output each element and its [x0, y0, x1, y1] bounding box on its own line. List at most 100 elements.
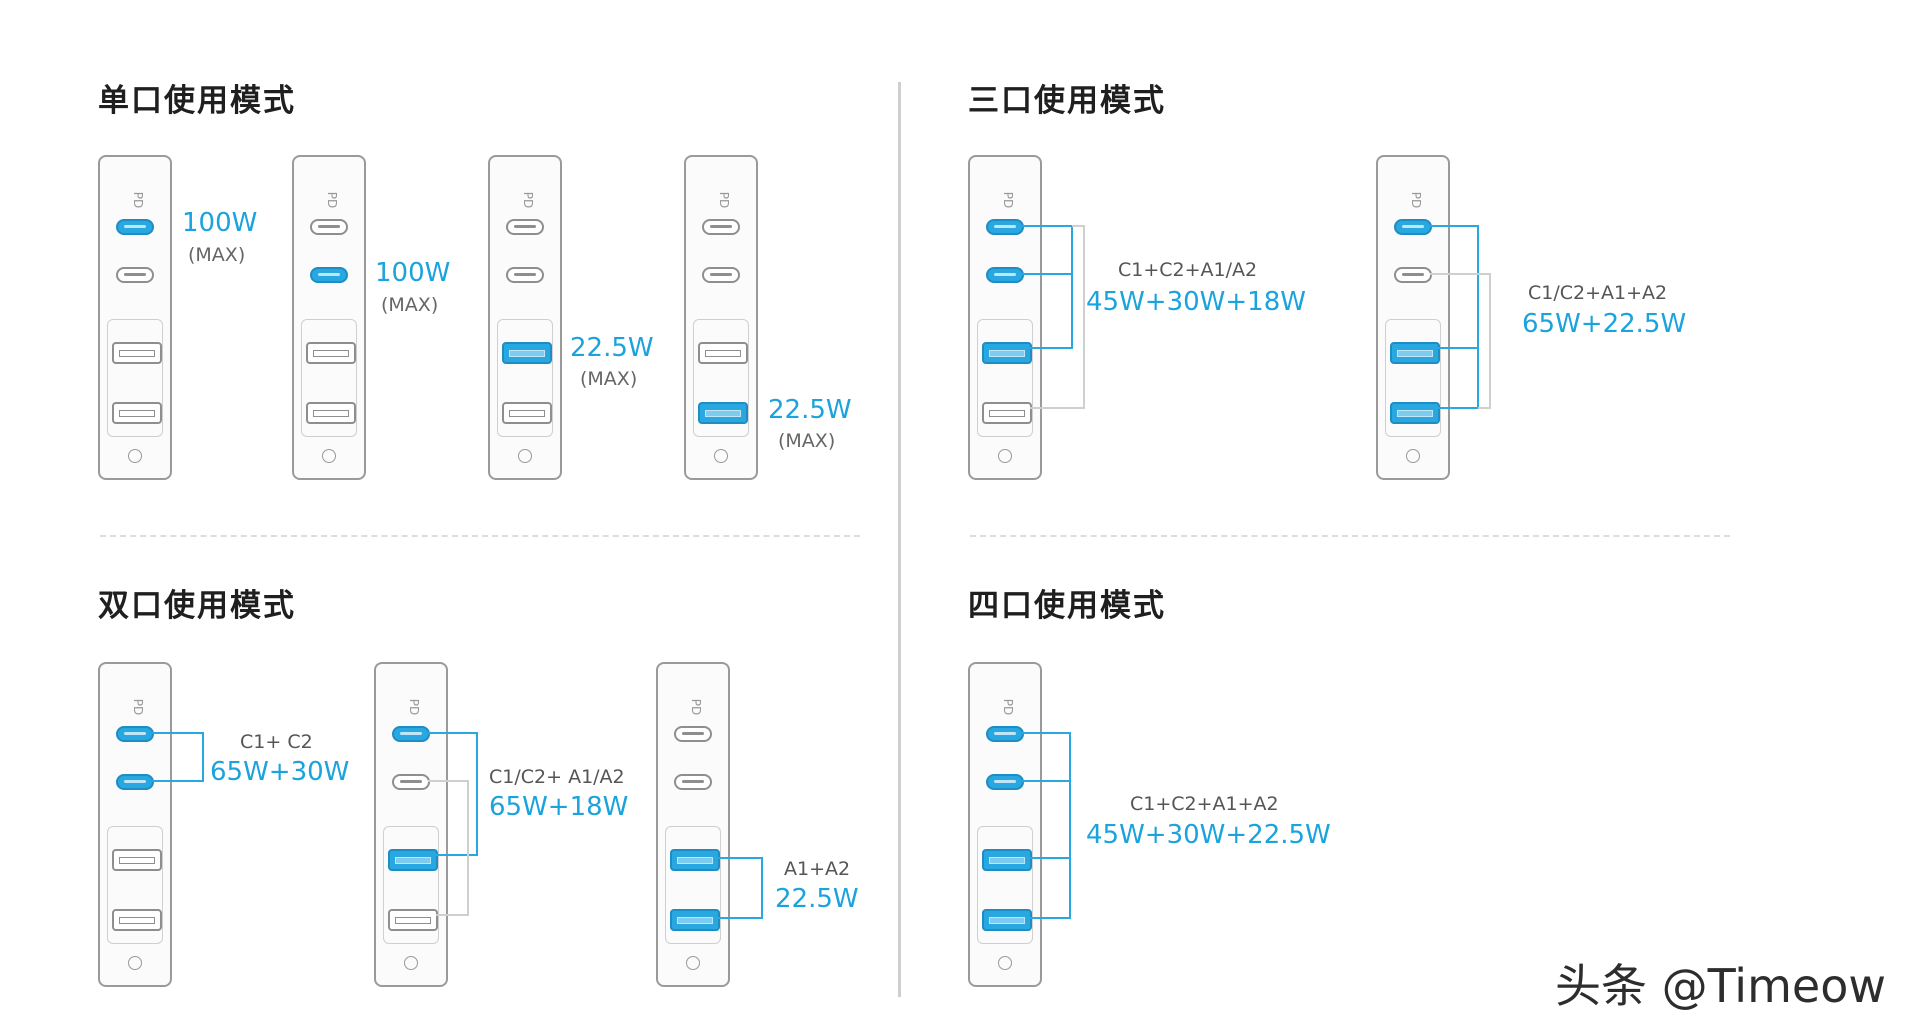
qc-icon: [714, 449, 728, 463]
charger-triple-2: PD: [1376, 155, 1450, 480]
qc-icon: [518, 449, 532, 463]
charger-quad-1: PD: [968, 662, 1042, 987]
usb-c2-port: [310, 267, 348, 283]
single-4-note: (MAX): [778, 430, 836, 452]
connector-line: [1030, 225, 1085, 409]
triple-2-combo: C1/C2+A1+A2: [1528, 282, 1668, 304]
single-3-power: 22.5W: [570, 333, 654, 363]
usb-c1-port: [116, 219, 154, 235]
vertical-divider: [898, 82, 901, 997]
usb-a2-port: [112, 909, 162, 931]
usb-a1-port: [982, 342, 1032, 364]
section-title-dual: 双口使用模式: [98, 588, 296, 624]
usb-a1-port: [112, 342, 162, 364]
connector-line: [1430, 273, 1491, 409]
qc-icon: [998, 449, 1012, 463]
charger-single-1: PD: [98, 155, 172, 480]
connector-line: [718, 857, 763, 919]
usb-a2-port: [1390, 402, 1440, 424]
quad-1-power: 45W+30W+22.5W: [1086, 820, 1331, 850]
charger-single-2: PD: [292, 155, 366, 480]
qc-icon: [404, 956, 418, 970]
usb-a2-port: [982, 402, 1032, 424]
usb-c2-port: [506, 267, 544, 283]
dual-3-power: 22.5W: [775, 884, 859, 914]
usb-a-bay: [693, 319, 749, 437]
usb-c1-port: [674, 726, 712, 742]
qc-icon: [998, 956, 1012, 970]
charger-single-4: PD: [684, 155, 758, 480]
qc-icon: [128, 449, 142, 463]
qc-icon: [128, 956, 142, 970]
connector-line: [1022, 732, 1071, 919]
dual-2-power: 65W+18W: [489, 792, 629, 822]
usb-a2-port: [502, 402, 552, 424]
usb-c2-port: [1394, 267, 1432, 283]
triple-1-combo: C1+C2+A1/A2: [1118, 259, 1258, 281]
usb-c2-port: [116, 267, 154, 283]
charger-triple-1: PD: [968, 155, 1042, 480]
dual-3-combo: A1+A2: [784, 858, 851, 880]
usb-a-bay: [1385, 319, 1441, 437]
usb-a2-port: [112, 402, 162, 424]
usb-a2-port: [670, 909, 720, 931]
section-title-quad: 四口使用模式: [968, 588, 1166, 624]
usb-a2-port: [306, 402, 356, 424]
usb-a1-port: [306, 342, 356, 364]
usb-c2-port: [674, 774, 712, 790]
usb-a1-port: [1390, 342, 1440, 364]
dashed-divider-left: [100, 535, 860, 537]
usb-a-bay: [977, 319, 1033, 437]
usb-a1-port: [698, 342, 748, 364]
usb-a1-port: [388, 849, 438, 871]
connector-line: [152, 732, 204, 782]
usb-a1-port: [502, 342, 552, 364]
dual-1-power: 65W+30W: [210, 757, 350, 787]
connector-line: [1430, 225, 1479, 409]
usb-a1-port: [670, 849, 720, 871]
watermark: 头条 @Timeow: [1555, 959, 1886, 1013]
dashed-divider-right: [970, 535, 1730, 537]
single-4-power: 22.5W: [768, 395, 852, 425]
usb-a-bay: [665, 826, 721, 944]
connector-line: [1022, 225, 1073, 349]
usb-a2-port: [698, 402, 748, 424]
charger-dual-1: PD: [98, 662, 172, 987]
triple-1-power: 45W+30W+18W: [1086, 287, 1306, 317]
usb-c1-port: [702, 219, 740, 235]
usb-a2-port: [388, 909, 438, 931]
usb-a-bay: [107, 826, 163, 944]
qc-icon: [686, 956, 700, 970]
single-2-power: 100W: [375, 258, 451, 288]
usb-a-bay: [977, 826, 1033, 944]
section-title-single: 单口使用模式: [98, 83, 296, 119]
usb-c1-port: [506, 219, 544, 235]
usb-a1-port: [982, 849, 1032, 871]
usb-a-bay: [301, 319, 357, 437]
usb-c1-port: [310, 219, 348, 235]
connector-line: [428, 732, 478, 856]
single-3-note: (MAX): [580, 368, 638, 390]
single-1-note: (MAX): [188, 244, 246, 266]
usb-a-bay: [497, 319, 553, 437]
charger-dual-3: PD: [656, 662, 730, 987]
dual-1-combo: C1+ C2: [240, 731, 313, 753]
qc-icon: [1406, 449, 1420, 463]
section-title-triple: 三口使用模式: [968, 83, 1166, 119]
dual-2-combo: C1/C2+ A1/A2: [489, 766, 625, 788]
charger-dual-2: PD: [374, 662, 448, 987]
connector-line: [428, 780, 469, 916]
single-1-power: 100W: [182, 208, 258, 238]
usb-a-bay: [107, 319, 163, 437]
single-2-note: (MAX): [381, 294, 439, 316]
charger-single-3: PD: [488, 155, 562, 480]
usb-a1-port: [112, 849, 162, 871]
usb-a-bay: [383, 826, 439, 944]
usb-c1-port: [1394, 219, 1432, 235]
usb-c2-port: [702, 267, 740, 283]
quad-1-combo: C1+C2+A1+A2: [1130, 793, 1279, 815]
qc-icon: [322, 449, 336, 463]
triple-2-power: 65W+22.5W: [1522, 309, 1687, 339]
usb-a2-port: [982, 909, 1032, 931]
